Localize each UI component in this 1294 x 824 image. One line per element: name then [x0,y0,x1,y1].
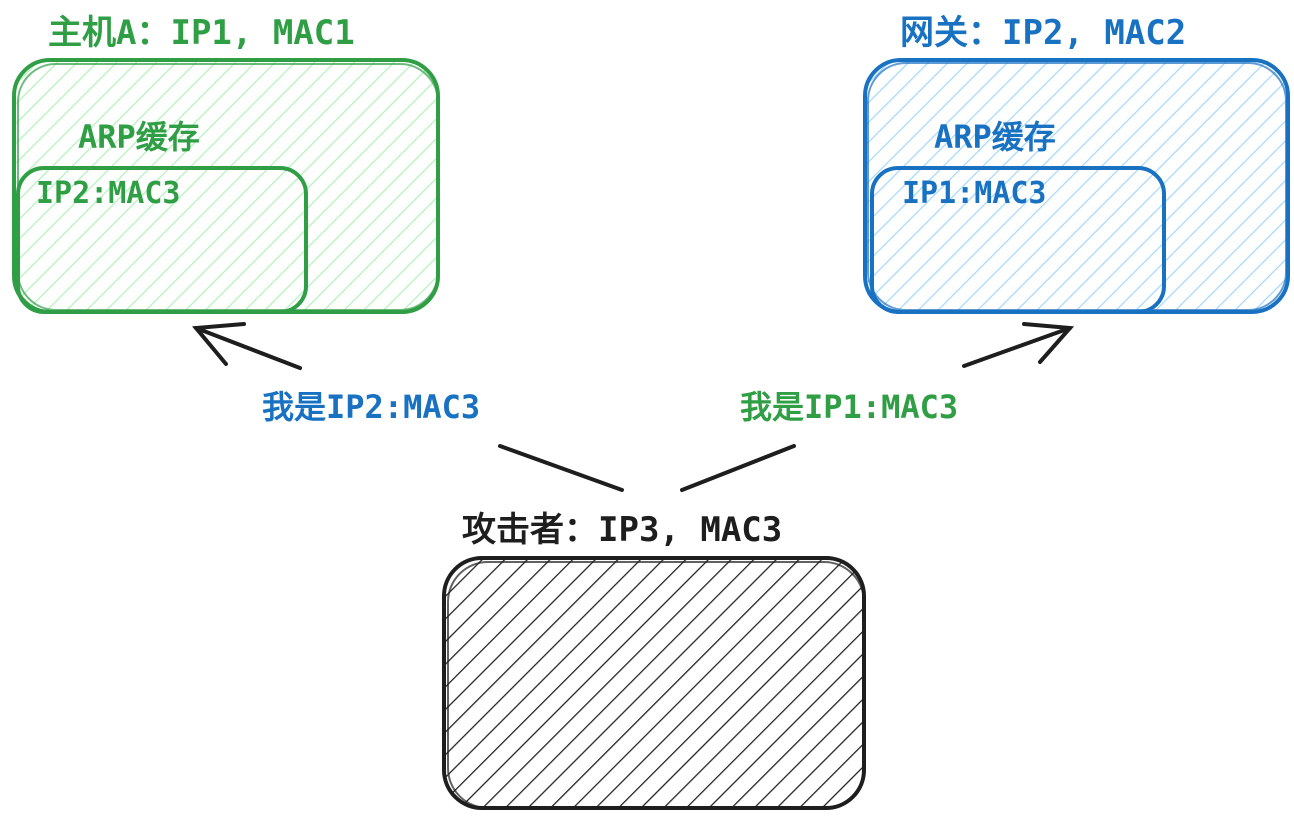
message-to-gateway: 我是IP1:MAC3 [740,388,958,426]
arrow-to-gateway-head [1022,322,1075,364]
attacker-box [442,556,866,810]
gateway-cache-box [870,166,1166,314]
arrow-to-gateway [680,322,1075,492]
gateway-node: 网关：IP2, MAC2 ARP缓存 IP1:MAC3 [863,13,1290,314]
host-a-title: 主机A：IP1, MAC1 [48,13,355,53]
gateway-cache-entry: IP1:MAC3 [902,176,1047,211]
gateway-title: 网关：IP2, MAC2 [900,13,1186,53]
gateway-cache-label: ARP缓存 [934,118,1056,156]
arrow-to-host-a [192,322,624,492]
message-to-host-a: 我是IP2:MAC3 [262,388,480,426]
host-a-node: 主机A：IP1, MAC1 ARP缓存 IP2:MAC3 [12,13,440,314]
arrow-to-host-a-head [192,322,246,366]
attacker-node: 攻击者：IP3, MAC3 [442,510,866,810]
host-a-cache-entry: IP2:MAC3 [36,176,181,211]
arrow-to-host-a-lower [498,444,624,492]
arrow-to-gateway-lower [680,444,796,492]
host-a-cache-box [16,166,308,314]
host-a-cache-label: ARP缓存 [78,118,200,156]
arrow-to-host-a-upper [194,326,302,370]
arrow-to-gateway-upper [962,326,1072,368]
attacker-title: 攻击者：IP3, MAC3 [462,510,782,550]
attacker-box-sketch [447,561,865,809]
